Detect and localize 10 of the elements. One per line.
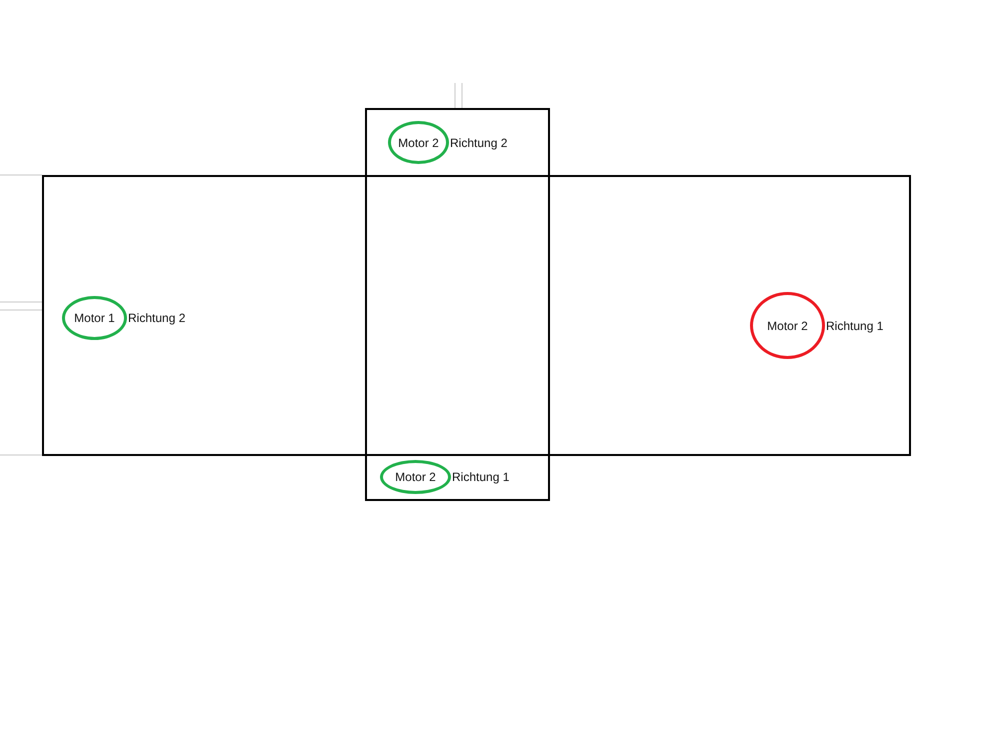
direction-label: Richtung 2 — [450, 136, 508, 150]
circled-motor-label: Motor 1 — [62, 296, 127, 340]
circled-motor-label: Motor 2 — [380, 460, 451, 494]
direction-label: Richtung 1 — [826, 318, 884, 332]
circled-motor-label: Motor 2 — [750, 292, 825, 359]
circled-motor-label: Motor 2 — [388, 121, 449, 164]
direction-label: Richtung 2 — [128, 311, 186, 325]
frame-rectangle — [42, 175, 911, 456]
frame-rectangle — [365, 108, 550, 501]
direction-label: Richtung 1 — [452, 470, 510, 484]
